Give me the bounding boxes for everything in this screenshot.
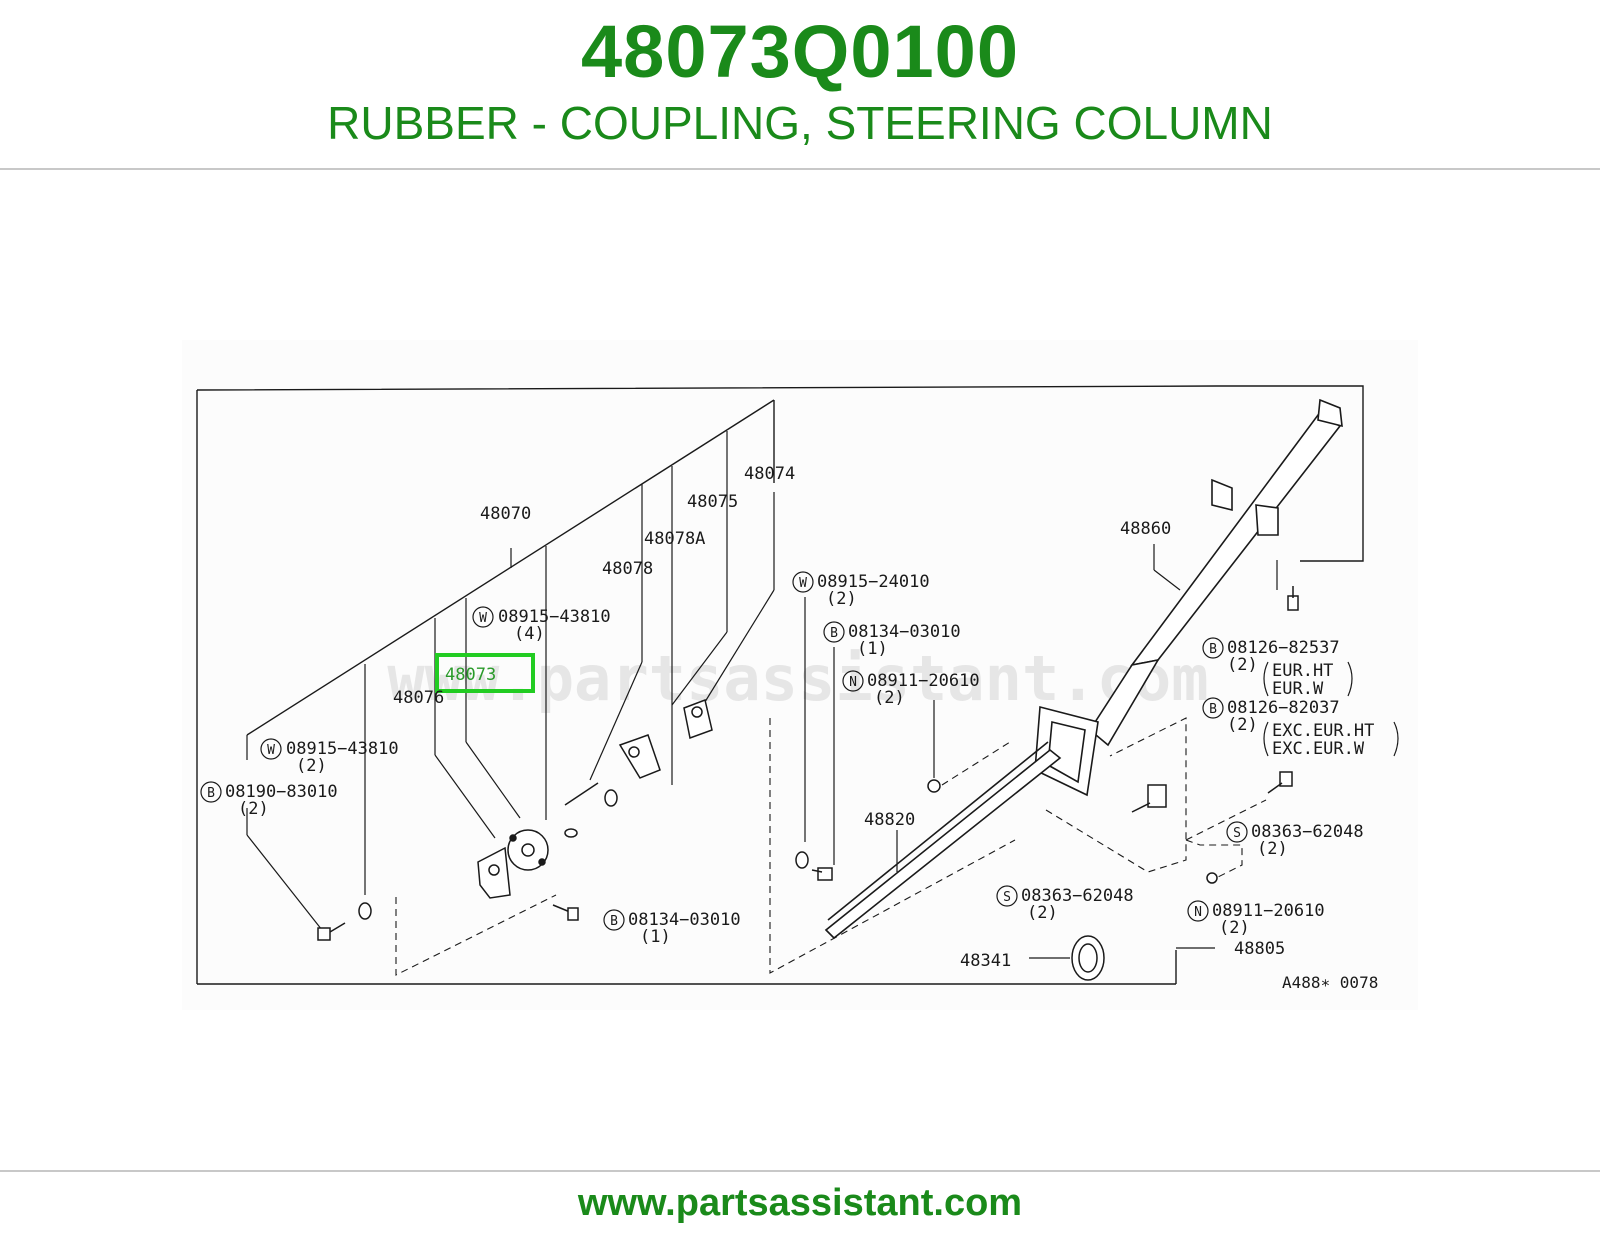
label-48078A[interactable]: 48078A xyxy=(644,529,705,549)
label-08126-82037[interactable]: 08126−82037 xyxy=(1227,698,1340,718)
nut-symbol-b xyxy=(1187,900,1209,922)
bolt-symbol-c xyxy=(823,621,845,643)
bolt-symbol-e xyxy=(1202,697,1224,719)
label-08911-20610-a[interactable]: 08911−20610 xyxy=(867,671,980,691)
part-labels: 48070 48074 48075 48078A 48078 48073 480… xyxy=(393,464,1285,971)
label-08134-03010-b[interactable]: 08134−03010 xyxy=(848,622,961,642)
svg-text:(2): (2) xyxy=(1219,918,1250,938)
part-number-title: 48073Q0100 xyxy=(581,10,1019,93)
svg-text:B: B xyxy=(610,914,618,929)
svg-text:EXC.EUR.W: EXC.EUR.W xyxy=(1272,739,1365,759)
callout-letters: W W B B W B N B B S S N xyxy=(207,576,1241,929)
leader-lines xyxy=(246,431,1278,959)
footer-url[interactable]: www.partsassistant.com xyxy=(577,1182,1023,1224)
header-divider xyxy=(0,168,1600,170)
small-parts xyxy=(317,586,1299,981)
svg-text:B: B xyxy=(1209,642,1217,657)
screw-symbol-b xyxy=(996,885,1018,907)
label-48070[interactable]: 48070 xyxy=(480,504,531,524)
label-48073-highlighted[interactable]: 48073 xyxy=(445,665,496,685)
svg-text:B: B xyxy=(1209,702,1217,717)
label-08915-24010[interactable]: 08915−24010 xyxy=(817,572,930,592)
washer-symbol-c xyxy=(792,571,814,593)
svg-text:(2): (2) xyxy=(238,799,269,819)
bolt-symbol-a xyxy=(200,781,222,803)
svg-text:(1): (1) xyxy=(640,927,671,947)
diagram-code: A488∗ 0078 xyxy=(1282,973,1378,992)
highlight-box xyxy=(435,653,535,693)
svg-text:(2): (2) xyxy=(1027,903,1058,923)
washer-symbol-a xyxy=(472,606,494,628)
part-description: RUBBER - COUPLING, STEERING COLUMN xyxy=(327,97,1273,149)
page-header: 48073Q0100 RUBBER - COUPLING, STEERING C… xyxy=(0,0,1600,168)
svg-text:(2): (2) xyxy=(1227,715,1258,735)
fastener-labels: 08915−43810 (4) 08915−43810 (2) 08190−83… xyxy=(225,572,1374,947)
svg-text:W: W xyxy=(799,576,807,591)
svg-text:(2): (2) xyxy=(1257,839,1288,859)
label-08911-20610-b[interactable]: 08911−20610 xyxy=(1212,901,1325,921)
label-48820[interactable]: 48820 xyxy=(864,810,915,830)
label-08190-83010[interactable]: 08190−83010 xyxy=(225,782,338,802)
label-08915-43810-b[interactable]: 08915−43810 xyxy=(286,739,399,759)
washer-symbol-b xyxy=(260,738,282,760)
label-48860[interactable]: 48860 xyxy=(1120,519,1171,539)
bolt-symbol-d xyxy=(1202,637,1224,659)
label-48805[interactable]: 48805 xyxy=(1234,939,1285,959)
svg-text:W: W xyxy=(267,743,275,758)
svg-text:EUR.W: EUR.W xyxy=(1272,679,1324,699)
diagram-svg: www.partsassistant.com xyxy=(196,385,1399,992)
label-48076[interactable]: 48076 xyxy=(393,688,444,708)
region-brackets xyxy=(1263,661,1399,757)
svg-text:(2): (2) xyxy=(874,688,905,708)
label-08134-03010-a[interactable]: 08134−03010 xyxy=(628,910,741,930)
dashed-lines xyxy=(395,717,1267,976)
svg-text:(1): (1) xyxy=(857,639,888,659)
svg-text:N: N xyxy=(849,675,857,690)
label-08126-82537[interactable]: 08126−82537 xyxy=(1227,638,1340,658)
label-08915-43810-a[interactable]: 08915−43810 xyxy=(498,607,611,627)
svg-text:EXC.EUR.HT: EXC.EUR.HT xyxy=(1272,721,1374,741)
svg-text:S: S xyxy=(1003,890,1011,905)
screw-symbol-a xyxy=(1226,821,1248,843)
footer-divider xyxy=(0,1170,1600,1172)
svg-text:N: N xyxy=(1194,905,1202,920)
svg-text:B: B xyxy=(830,626,838,641)
parts-diagram: www.partsassistant.com xyxy=(182,340,1418,1010)
label-48341[interactable]: 48341 xyxy=(960,951,1011,971)
svg-text:W: W xyxy=(479,611,487,626)
label-08363-62048-a[interactable]: 08363−62048 xyxy=(1251,822,1364,842)
svg-text:(2): (2) xyxy=(296,756,327,776)
callout-symbols xyxy=(200,571,1248,931)
watermark: www.partsassistant.com xyxy=(387,642,1208,715)
label-48075[interactable]: 48075 xyxy=(687,492,738,512)
svg-text:S: S xyxy=(1233,826,1241,841)
label-08363-62048-b[interactable]: 08363−62048 xyxy=(1021,886,1134,906)
svg-text:B: B xyxy=(207,786,215,801)
svg-text:(2): (2) xyxy=(826,589,857,609)
label-48078[interactable]: 48078 xyxy=(602,559,653,579)
label-48074[interactable]: 48074 xyxy=(744,464,795,484)
svg-text:EUR.HT: EUR.HT xyxy=(1272,661,1333,681)
bolt-symbol-b xyxy=(603,909,625,931)
svg-text:(2): (2) xyxy=(1227,655,1258,675)
svg-text:(4): (4) xyxy=(514,624,545,644)
steering-column xyxy=(824,398,1343,940)
nut-symbol-a xyxy=(842,670,864,692)
